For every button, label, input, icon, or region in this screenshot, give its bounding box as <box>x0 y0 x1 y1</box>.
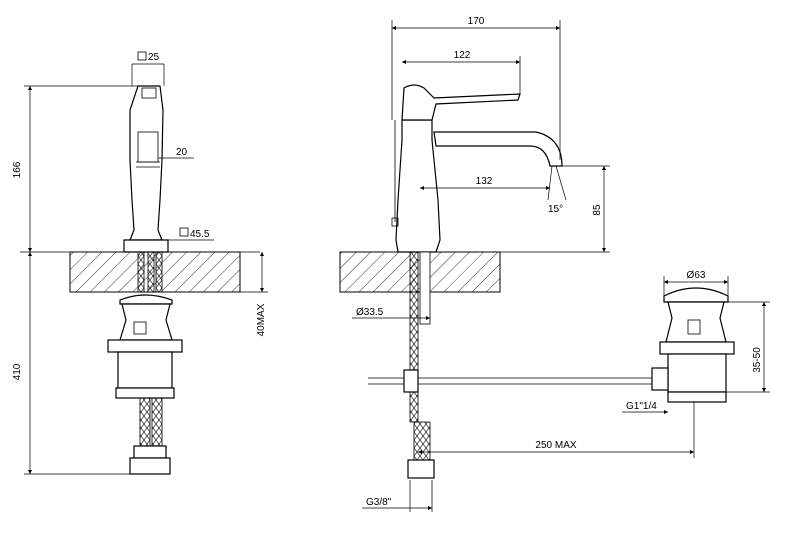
front-hose-left <box>139 397 151 447</box>
side-dim-85: 85 <box>592 204 603 216</box>
side-dim-122: 122 <box>454 50 471 61</box>
side-handle <box>401 84 521 121</box>
side-dim-15-deg: 15° <box>548 204 563 215</box>
front-dim-40max: 40MAX <box>256 303 267 336</box>
front-pop-up-plug <box>119 294 173 305</box>
side-dim-g3-8: G3/8" <box>366 497 392 508</box>
front-handle-square <box>141 87 157 99</box>
front-dim-410: 410 <box>12 363 23 380</box>
waste-dim-250-max: 250 MAX <box>535 440 576 451</box>
front-faucet-body <box>129 85 164 241</box>
front-hose-right <box>151 397 163 447</box>
front-dim-166: 166 <box>12 161 23 178</box>
waste-view: Ø63 35-50 G1"1/4 250 MAX <box>418 270 770 458</box>
front-view: 166 410 25 20 45.5 40MAX <box>12 51 268 475</box>
waste-dim-35-50: 35-50 <box>752 347 763 373</box>
side-spout <box>433 131 563 167</box>
side-dim-132: 132 <box>476 176 493 187</box>
waste-thread <box>667 391 727 403</box>
front-dim-25: 25 <box>148 52 160 63</box>
waste-lower-body <box>667 353 727 393</box>
front-dim-20: 20 <box>176 147 188 158</box>
front-base <box>123 239 169 253</box>
side-hose <box>409 251 419 423</box>
front-dim-45-5: 45.5 <box>190 229 210 240</box>
waste-dim-g1-1-4: G1"1/4 <box>626 401 657 412</box>
side-faucet-body <box>395 119 441 253</box>
side-dim-33-5: Ø33.5 <box>356 307 384 318</box>
side-hose-nut <box>407 459 435 479</box>
waste-body <box>665 301 727 343</box>
front-countertop <box>69 251 241 293</box>
side-view: 170 122 132 85 15° Ø33.5 G3/8" <box>339 16 652 512</box>
waste-dim-63: Ø63 <box>687 270 706 281</box>
waste-plug-cap <box>663 287 729 303</box>
side-dim-170: 170 <box>468 16 485 27</box>
